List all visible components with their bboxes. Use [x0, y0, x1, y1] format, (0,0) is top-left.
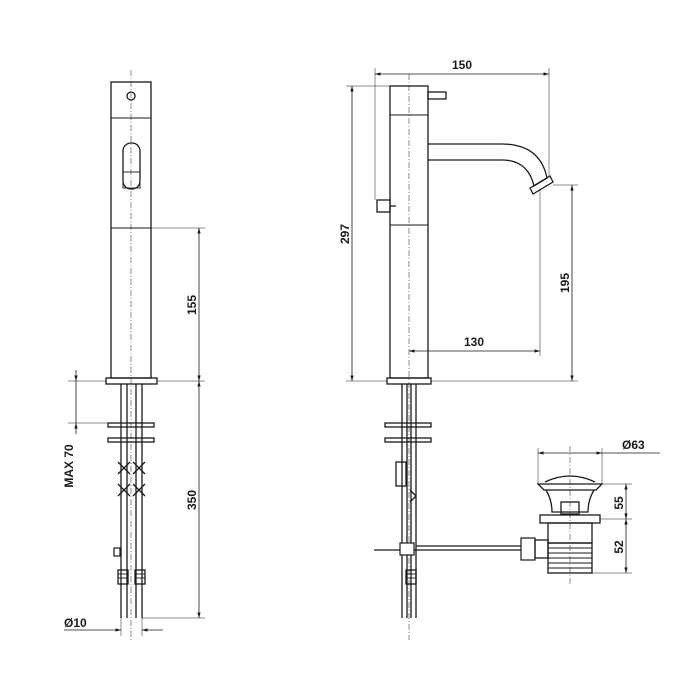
waste-fitting	[520, 446, 604, 585]
dim-155: 155	[185, 295, 199, 315]
side-view	[374, 74, 554, 640]
side-fitting	[405, 569, 417, 585]
front-break-4	[132, 483, 146, 497]
dim-195: 195	[558, 273, 572, 293]
dim-52: 52	[612, 540, 626, 554]
front-break-3	[117, 483, 131, 497]
front-fitting-right	[134, 569, 146, 585]
side-washer-1	[384, 422, 432, 428]
waste-flange	[536, 483, 604, 491]
front-break-2	[132, 461, 146, 475]
side-dimensions: 150 297 130 195	[338, 58, 578, 382]
front-view	[105, 70, 158, 640]
side-spout	[428, 143, 548, 188]
side-rod-clamp	[399, 542, 415, 556]
dim-150: 150	[452, 58, 472, 72]
dim-130: 130	[464, 335, 484, 349]
front-washer-2	[107, 437, 155, 443]
front-side-fitting	[113, 547, 121, 557]
front-fitting-left	[117, 569, 129, 585]
waste-rod-coupling	[520, 537, 536, 561]
side-hose-fitting	[395, 461, 407, 487]
front-dimensions: 155 350 MAX 70 Ø10	[62, 227, 205, 636]
dim-350: 350	[185, 490, 199, 510]
side-aerator	[529, 175, 554, 195]
front-washer-1	[107, 422, 155, 428]
front-break-1	[117, 461, 131, 475]
front-base-plate	[105, 377, 158, 385]
front-handle-slot	[122, 142, 141, 190]
side-popup-knob	[376, 199, 391, 213]
front-aerator	[122, 171, 141, 189]
dim-297: 297	[338, 224, 352, 244]
dim-max70: MAX 70	[62, 444, 76, 488]
side-lever-pin	[427, 91, 447, 100]
side-washer-2	[384, 437, 432, 443]
waste-dimensions: Ø63 55 52	[537, 438, 660, 574]
dim-diameter-63: Ø63	[622, 438, 645, 452]
dim-diameter-10: Ø10	[64, 616, 87, 630]
dim-55: 55	[612, 496, 626, 510]
